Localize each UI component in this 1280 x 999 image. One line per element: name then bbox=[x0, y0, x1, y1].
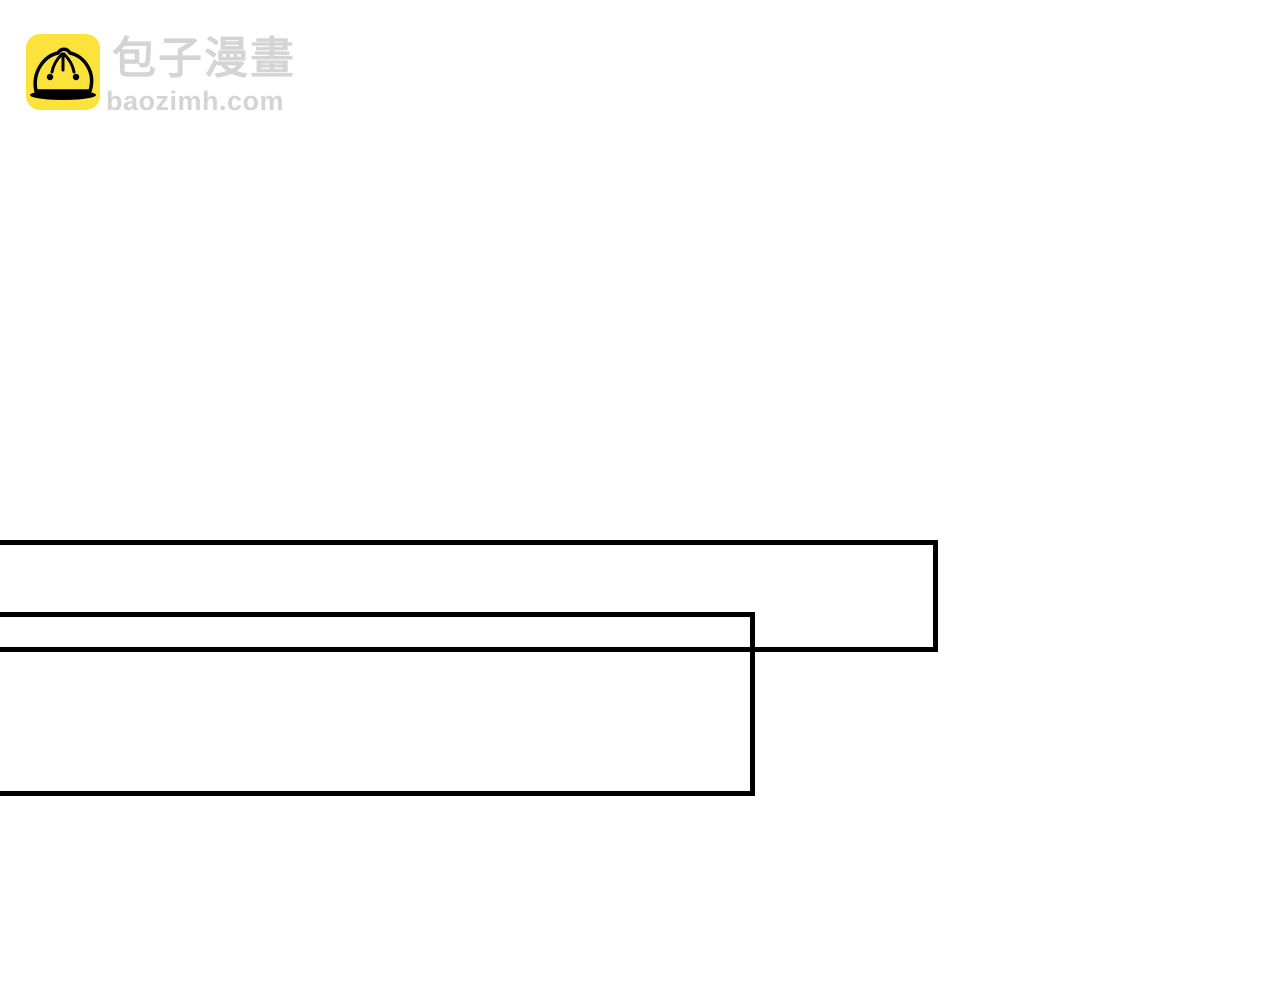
site-watermark: 包子漫畫 baozimh.com bbox=[24, 33, 324, 117]
upper-empty-panel bbox=[0, 540, 938, 652]
watermark-brand-name: 包子漫畫 bbox=[112, 33, 296, 84]
watermark-url: baozimh.com bbox=[106, 86, 285, 116]
steamed-bun-icon bbox=[26, 34, 100, 110]
lower-empty-panel bbox=[0, 612, 755, 796]
